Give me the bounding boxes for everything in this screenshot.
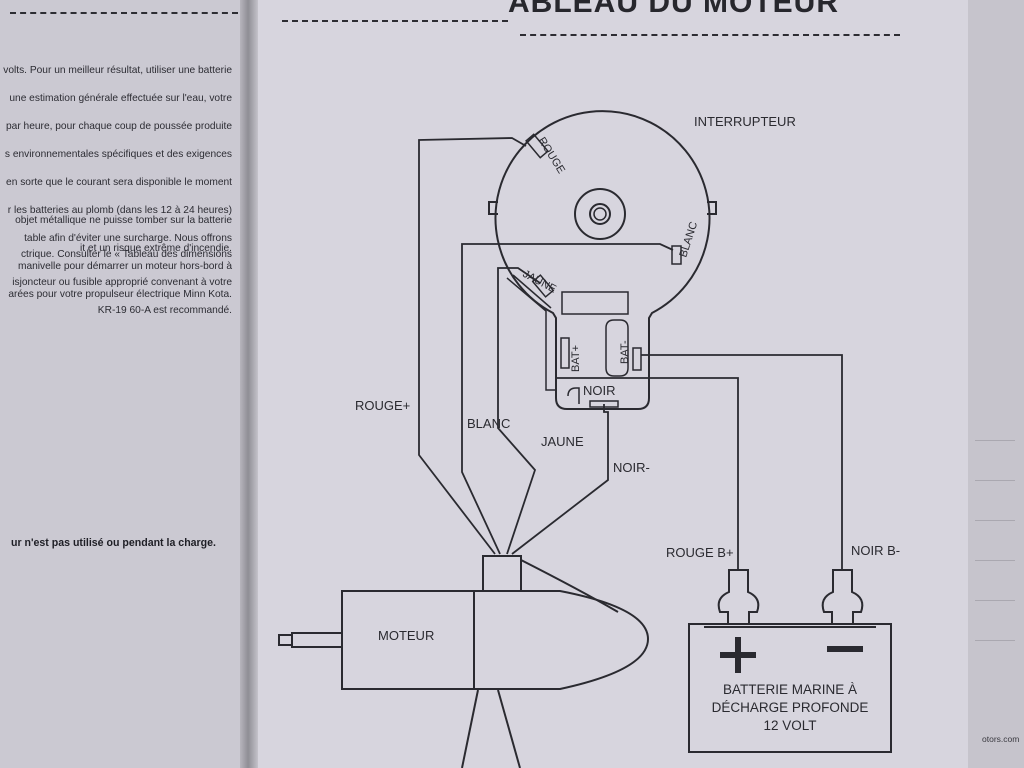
far-page-rule [975, 480, 1015, 481]
text-line: par heure, pour chaque coup de poussée p… [6, 121, 232, 132]
clamp-plus [717, 569, 760, 625]
book-gutter [240, 0, 258, 768]
label-terminal-rouge: ROUGE [535, 135, 567, 176]
text-line: volts. Pour un meilleur résultat, utilis… [3, 65, 232, 76]
left-dashed-rule [10, 12, 238, 14]
wire-rouge-b-plus [556, 377, 739, 570]
wire-noir-b-minus [641, 354, 843, 570]
motor-neck [482, 555, 522, 592]
right-page [252, 0, 974, 768]
text-line: it et un risque extrême d'incendie. [79, 243, 232, 254]
label-terminal-bat-minus: BAT- [619, 340, 631, 364]
label-terminal-noir: NOIR [583, 383, 616, 398]
rouge-terminal [525, 133, 549, 159]
far-page-rule [975, 520, 1015, 521]
page-footer-url: otors.com [982, 734, 1020, 744]
switch-contact-block [561, 291, 629, 315]
text-line: KR-19 60-A est recommandé. [97, 305, 232, 316]
heading-dashed-rule-left [282, 20, 508, 22]
switch-mount-tab-left [488, 201, 498, 215]
far-page-rule [975, 600, 1015, 601]
motor-shaft [291, 632, 343, 648]
label-terminal-blanc: BLANC [677, 220, 700, 259]
bat-minus-contact [605, 319, 629, 377]
label-moteur: MOTEUR [378, 628, 434, 643]
text-line: r les batteries au plomb (dans les 12 à … [7, 205, 232, 216]
left-paragraph-1: volts. Pour un meilleur résultat, utilis… [0, 50, 232, 316]
wire-jaune [497, 267, 541, 555]
label-terminal-bat-plus: BAT+ [570, 345, 582, 372]
motor-fin [461, 689, 479, 768]
motor-top-fin [520, 559, 619, 613]
switch-knob-center [589, 203, 611, 225]
text-line: isjoncteur ou fusible approprié convenan… [12, 277, 232, 288]
motor-housing-nose [473, 590, 650, 690]
text-line: table afin d'éviter une surcharge. Nous … [24, 233, 232, 244]
battery-label-line1: BATTERIE MARINE À [723, 682, 857, 697]
left-page [0, 0, 246, 768]
left-paragraph-3: ctrique. Consulter le « Tableau des dime… [0, 234, 232, 332]
battery-label-line2: DÉCHARGE PROFONDE [712, 700, 869, 715]
text-line: en sorte que le courant sera disponible … [6, 177, 232, 188]
left-paragraph-2: objet métallique ne puisse tomber sur la… [0, 200, 232, 270]
battery-box [688, 623, 892, 753]
blanc-terminal [671, 245, 682, 265]
label-wire-jaune: JAUNE [541, 434, 584, 449]
wire-blanc [461, 243, 674, 555]
bat-minus-terminal [632, 347, 642, 371]
battery-label-line3: 12 VOLT [763, 718, 816, 733]
heading-dashed-rule-right [520, 34, 900, 36]
label-wire-rouge-plus: ROUGE+ [355, 398, 410, 413]
wire-rouge [418, 137, 527, 555]
switch-housing [494, 110, 711, 410]
battery-minus-bar [827, 646, 863, 652]
label-wire-noir-b-minus: NOIR B- [851, 543, 900, 558]
switch-knob [574, 188, 626, 240]
text-line: s environnementales spécifiques et des e… [4, 149, 232, 160]
far-page-rule [975, 440, 1015, 441]
text-line: objet métallique ne puisse tomber sur la… [15, 215, 232, 226]
text-line: arées pour votre propulseur électrique M… [8, 289, 232, 300]
wire-noir [511, 404, 609, 555]
far-page-rule [975, 640, 1015, 641]
clamp-minus [821, 569, 864, 625]
left-bold-warning: ur n'est pas utilisé ou pendant la charg… [10, 537, 216, 549]
text-line: manivelle pour démarrer un moteur hors-b… [17, 261, 232, 272]
motor-shaft-tip [278, 634, 293, 646]
label-interrupteur: INTERRUPTEUR [694, 114, 796, 129]
label-terminal-jaune: JAUNE [521, 268, 558, 296]
label-wire-rouge-b-plus: ROUGE B+ [666, 545, 734, 560]
page-heading: ABLEAU DU MOTEUR [508, 0, 839, 19]
text-line: ctrique. Consulter le « Tableau des dime… [20, 249, 232, 260]
far-page-rule [975, 560, 1015, 561]
switch-mount-tab-right [707, 201, 717, 215]
label-wire-blanc: BLANC [467, 416, 510, 431]
text-line: une estimation générale effectuée sur l'… [9, 93, 232, 104]
label-wire-noir-minus: NOIR- [613, 460, 650, 475]
battery-plus-v [735, 637, 741, 673]
bat-plus-terminal [560, 337, 570, 369]
jaune-terminal [531, 274, 555, 298]
